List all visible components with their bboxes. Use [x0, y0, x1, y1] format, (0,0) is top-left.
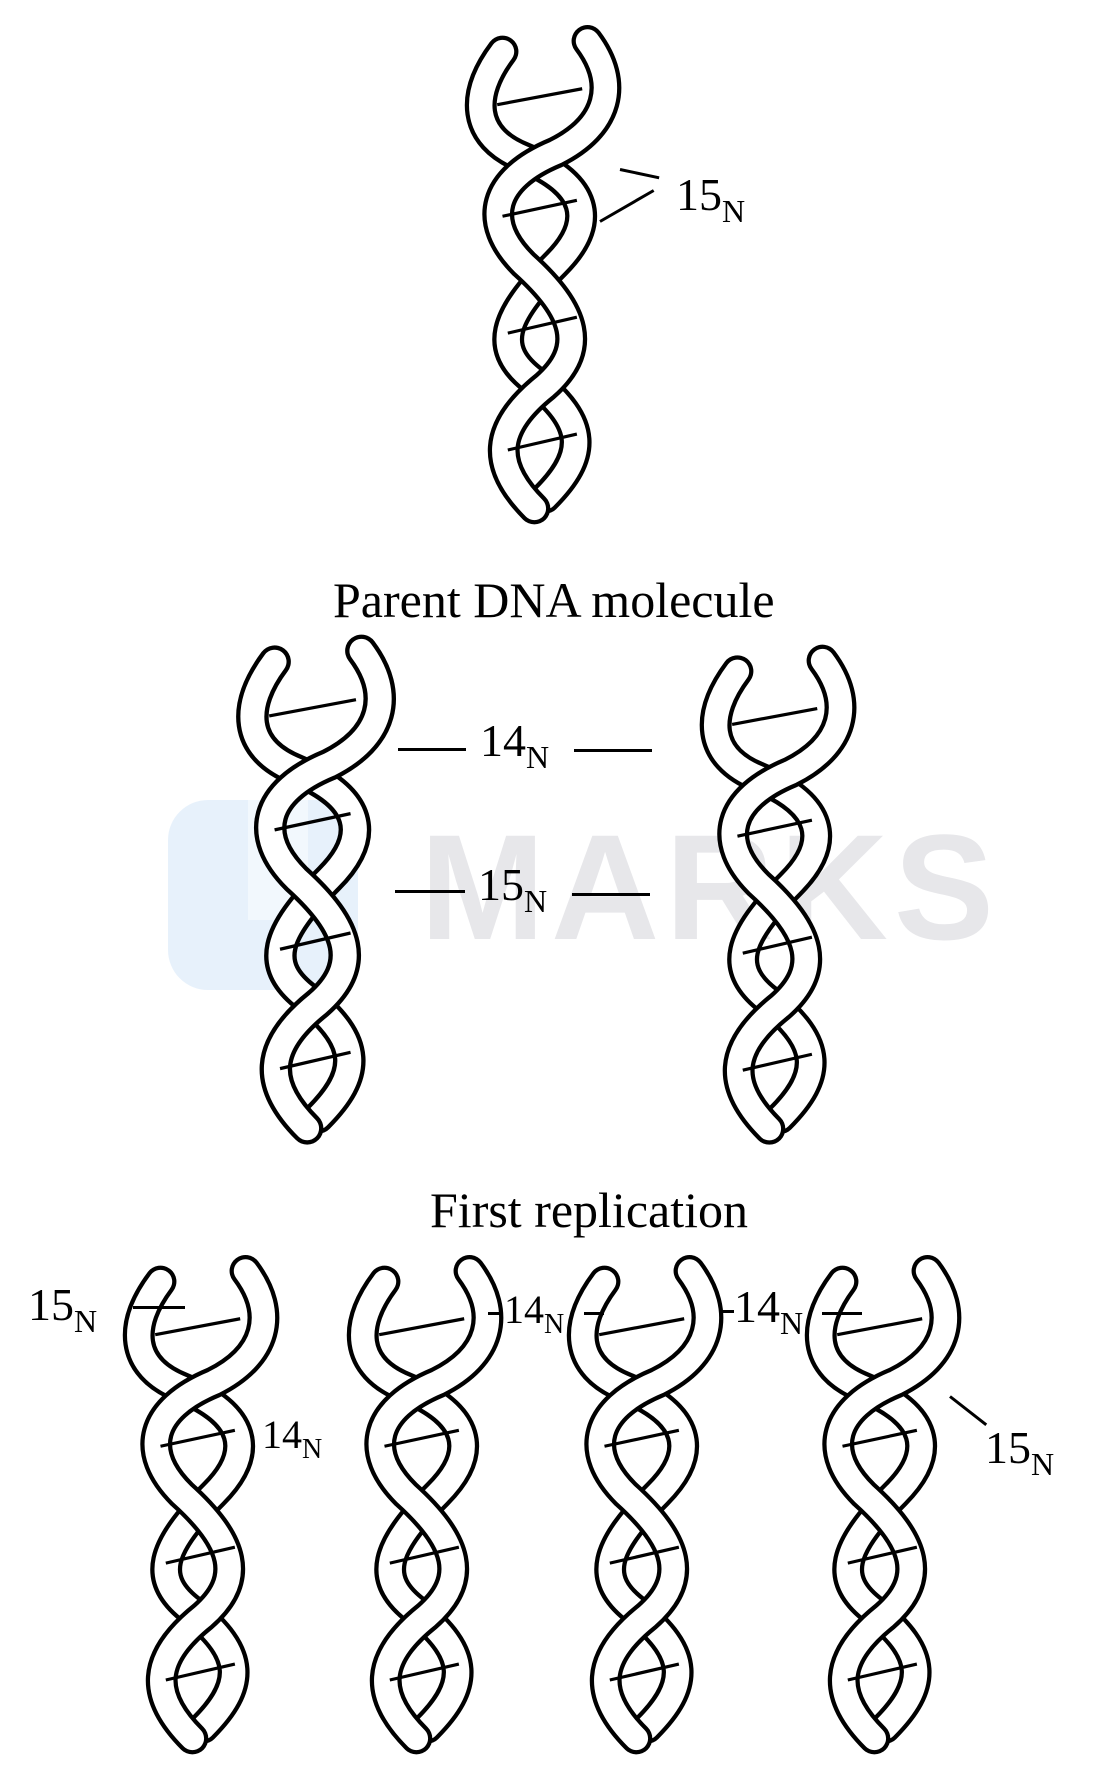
leader-second-14n-a: [488, 1312, 502, 1315]
leader-second-14n-a-right: [584, 1312, 604, 1315]
first-gen-helix-right-icon: [690, 650, 870, 1150]
second-gen-helix-1-icon: [118, 1250, 288, 1770]
second-gen-helix-2-icon: [342, 1250, 512, 1770]
second-gen-label-15n-right: 15N: [985, 1422, 1055, 1482]
second-gen-label-14n-a: 14N: [504, 1287, 565, 1340]
leader-14n-right: [574, 749, 652, 752]
parent-caption: Parent DNA molecule: [333, 572, 775, 628]
first-gen-helix-left-icon: [228, 640, 408, 1150]
leader-14n-left: [398, 748, 466, 751]
second-gen-helix-3-icon: [562, 1250, 732, 1770]
first-gen-label-14n: 14N: [480, 715, 550, 775]
parent-isotope-label: 15N: [676, 169, 746, 229]
second-gen-helix-4-icon: [800, 1250, 970, 1770]
first-gen-label-15n: 15N: [478, 859, 548, 919]
leader-second-15n-left: [133, 1306, 185, 1309]
leader-15n-right: [572, 893, 650, 896]
leader-second-14n-b: [722, 1310, 734, 1313]
leader-second-14n-b-right: [822, 1312, 862, 1315]
second-gen-label-15n-left: 15N: [28, 1279, 98, 1339]
second-gen-label-14n-b: 14N: [734, 1281, 804, 1341]
parent-dna-helix-icon: [460, 20, 630, 540]
second-gen-label-14n-mid: 14N: [262, 1412, 323, 1465]
first-replication-caption: First replication: [430, 1182, 748, 1238]
leader-15n-left: [395, 890, 465, 893]
